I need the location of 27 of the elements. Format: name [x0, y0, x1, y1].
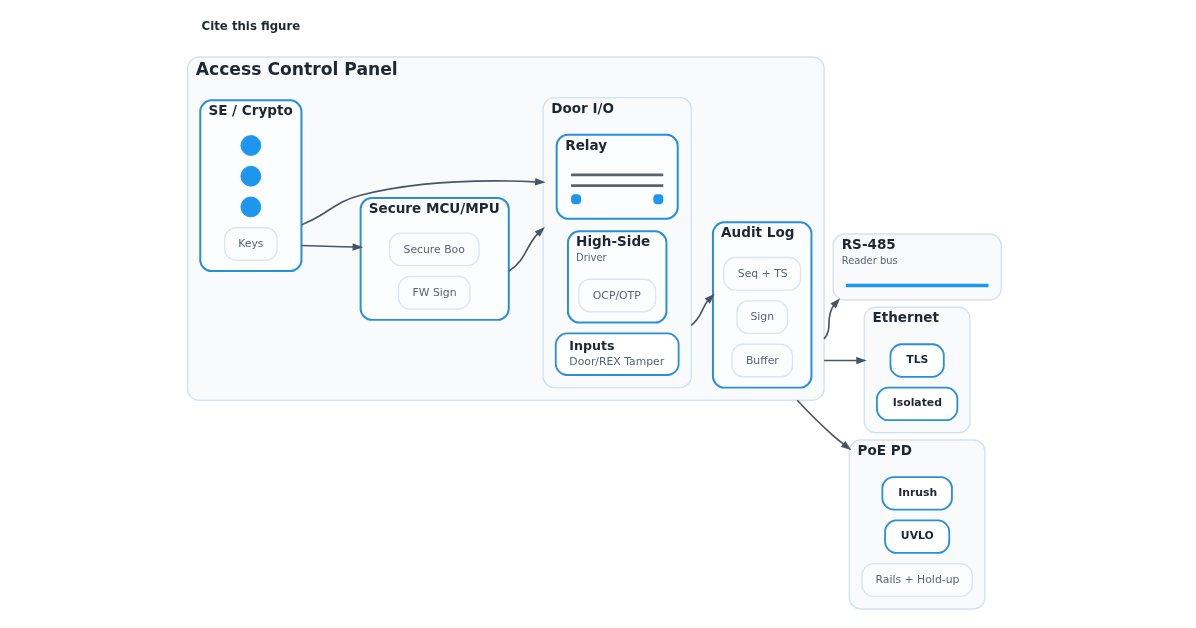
arrow	[300, 243, 364, 251]
arrow	[300, 178, 546, 226]
node-circle	[240, 165, 262, 187]
node-box: Keys	[223, 227, 278, 261]
node-box: Buffer	[731, 343, 794, 378]
node-box: TLS	[889, 343, 945, 378]
node-box: Seq + TS	[723, 256, 802, 291]
arrow	[690, 293, 715, 327]
label: Cite this figure	[201, 19, 301, 34]
arrow	[796, 399, 852, 451]
node-box: Inputs Door/REX Tamper	[554, 332, 680, 376]
node-box: UVLO	[884, 519, 951, 554]
node-box: FW Sign	[397, 275, 471, 310]
node-box: OCP/OTP	[578, 278, 657, 313]
node-bar	[845, 283, 989, 288]
node-circle	[240, 196, 262, 218]
arrow	[823, 356, 867, 365]
node-box: Inrush	[881, 476, 953, 511]
node-box: Rails + Hold-up	[861, 563, 973, 597]
arrow	[507, 226, 545, 272]
node-box: Sign	[736, 300, 789, 335]
node-box: Secure Boo	[388, 232, 480, 267]
cluster: Relay	[555, 133, 679, 220]
node-box: Isolated	[876, 386, 959, 422]
arrow	[823, 298, 841, 340]
node-circle	[240, 135, 262, 156]
cluster: RS-485 Reader bus	[832, 233, 1002, 301]
